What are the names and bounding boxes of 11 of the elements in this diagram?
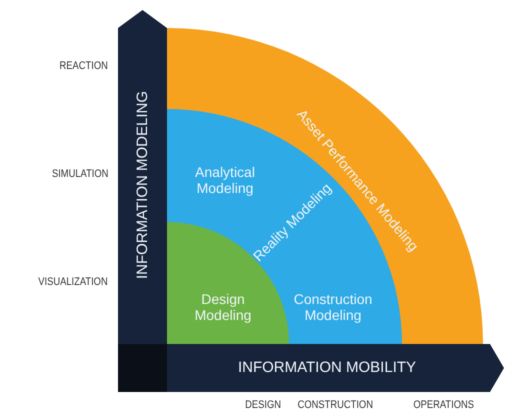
axis-label: INFORMATION MOBILITY — [236, 360, 418, 376]
scale-label: VISUALIZATION — [38, 276, 108, 288]
scale-label: REACTION — [60, 60, 108, 72]
band-label: Construction Modeling — [292, 291, 374, 323]
scale-label: OPERATIONS — [412, 399, 474, 411]
band-label: Analytical Modeling — [194, 164, 256, 196]
axis-label: INFORMATION MODELING — [134, 90, 150, 282]
scale-label: DESIGN — [245, 399, 282, 411]
band-label: Design Modeling — [194, 291, 252, 323]
scale-label: CONSTRUCTION — [297, 399, 372, 411]
scale-label: SIMULATION — [52, 168, 108, 180]
